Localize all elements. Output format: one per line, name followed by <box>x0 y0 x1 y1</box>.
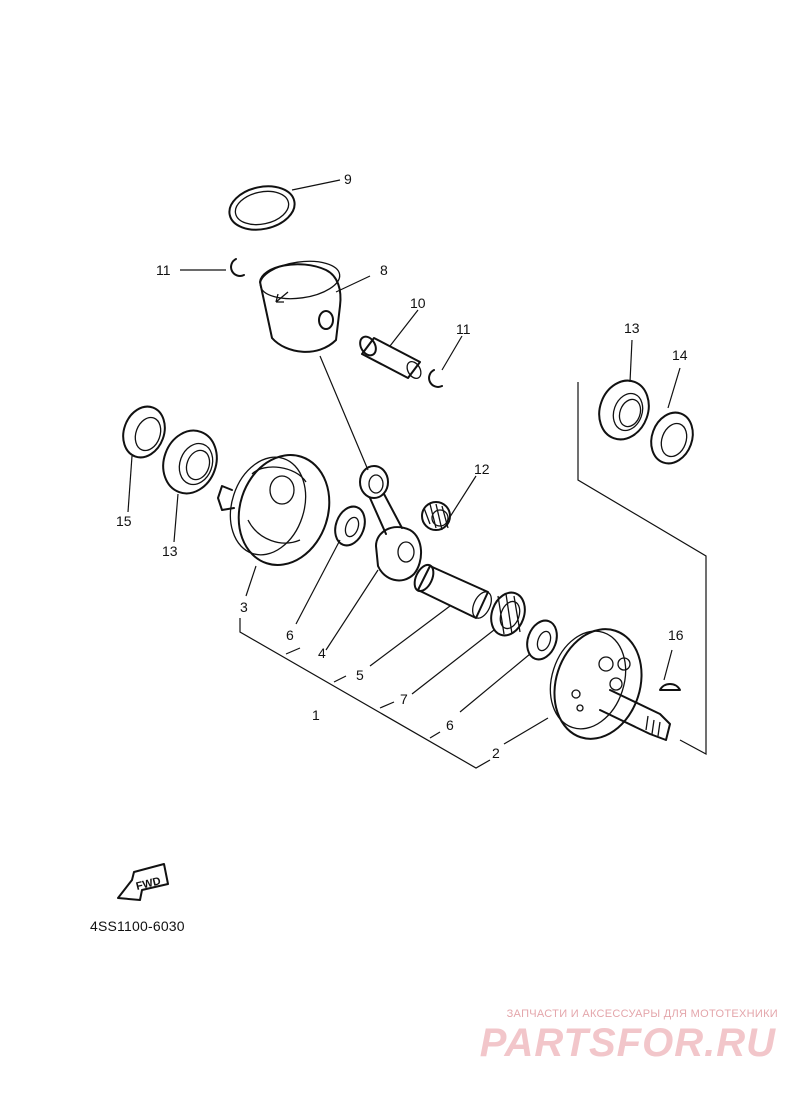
oil-seal-right-part <box>650 411 694 465</box>
piston-pin-part <box>359 335 422 380</box>
part-number-callouts: 9 11 8 10 11 13 14 12 15 13 3 6 4 16 5 1… <box>116 171 688 761</box>
big-end-bearing-part <box>490 591 526 637</box>
washer-right-part <box>526 619 558 661</box>
fwd-label: FWD <box>135 875 162 893</box>
callout-14: 14 <box>672 347 688 363</box>
circlip-right-part <box>428 369 443 388</box>
bearing-right-part <box>598 379 650 441</box>
callout-13-left: 13 <box>162 543 178 559</box>
callout-6-left: 6 <box>286 627 294 643</box>
callout-11-left: 11 <box>156 262 171 278</box>
callout-3: 3 <box>240 599 248 615</box>
callout-1: 1 <box>312 707 320 723</box>
callout-4: 4 <box>318 645 326 661</box>
callout-15: 15 <box>116 513 132 529</box>
callout-7: 7 <box>400 691 408 707</box>
washer-left-part <box>334 505 366 547</box>
small-end-bearing-part <box>421 501 451 531</box>
callout-13-right: 13 <box>624 320 640 336</box>
crank-wheel-right-part <box>549 628 671 741</box>
woodruff-key-part <box>659 683 681 691</box>
callout-6-right: 6 <box>446 717 454 733</box>
crank-wheel-left-part <box>217 454 331 566</box>
callout-9: 9 <box>344 171 352 187</box>
watermark-tagline: ЗАПЧАСТИ И АКСЕССУАРЫ ДЛЯ МОТОТЕХНИКИ <box>506 1008 778 1020</box>
oil-seal-left-part <box>122 405 166 459</box>
fwd-arrow-icon: FWD <box>117 863 169 901</box>
callout-16: 16 <box>668 627 684 643</box>
connecting-rod-part <box>359 465 422 582</box>
crank-pin-part <box>413 563 493 619</box>
callout-2: 2 <box>492 745 500 761</box>
circlip-left-part <box>230 258 245 277</box>
callout-5: 5 <box>356 667 364 683</box>
callout-8: 8 <box>380 262 388 278</box>
leader-lines <box>127 179 707 769</box>
callout-10: 10 <box>410 295 426 311</box>
callout-12: 12 <box>474 461 490 477</box>
callout-11-right: 11 <box>456 321 471 337</box>
drawing-code: 4SS1100-6030 <box>90 918 185 934</box>
piston-ring-part <box>228 185 296 231</box>
piston-part <box>259 260 342 353</box>
bearing-left-part <box>162 429 218 495</box>
watermark-logo: PARTSFOR.RU <box>479 1021 776 1065</box>
